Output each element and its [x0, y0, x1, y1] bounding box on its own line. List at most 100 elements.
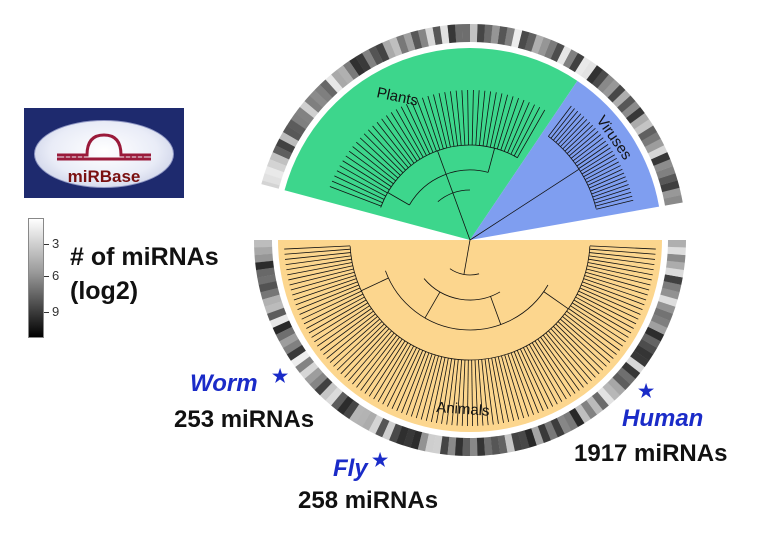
heatmap-cell: [667, 240, 686, 248]
branch: [471, 90, 474, 146]
branch: [306, 296, 365, 329]
branch: [589, 248, 656, 255]
branch: [456, 359, 463, 426]
fly-star-icon: ★: [372, 450, 389, 470]
branch: [522, 347, 554, 407]
branch: [517, 109, 546, 158]
heatmap-cell: [381, 39, 396, 60]
branch: [510, 352, 534, 415]
heatmap-cell: [272, 320, 293, 335]
branch: [579, 287, 641, 315]
branch: [542, 334, 584, 388]
branch: [352, 332, 395, 385]
heatmap-cell: [337, 396, 354, 415]
branch: [560, 318, 611, 363]
heatmap-cell: [490, 25, 501, 44]
heatmap-cell: [349, 56, 366, 76]
branch: [564, 313, 617, 355]
heatmap-cell: [641, 131, 661, 148]
branch: [595, 195, 633, 207]
heatmap-cell: [524, 428, 537, 448]
branch: [425, 356, 443, 421]
branch: [557, 321, 607, 367]
human-count: 1917 miRNAs: [574, 440, 728, 467]
heatmap-cell: [447, 436, 457, 456]
heatmap-cell: [403, 428, 416, 448]
branch: [584, 275, 648, 296]
branch: [363, 133, 404, 173]
heatmap-cell: [295, 356, 315, 374]
worm-label: Worm: [190, 370, 258, 397]
branch: [588, 258, 654, 271]
branch: [574, 140, 606, 164]
heatmap-cell: [269, 314, 290, 329]
tick-mark: [44, 276, 49, 277]
branch: [572, 137, 604, 162]
heatmap-cell: [432, 26, 443, 46]
tick-label: 3: [52, 236, 60, 251]
branch: [463, 239, 471, 275]
heatmap-cell: [630, 350, 650, 367]
heatmap-cell: [637, 338, 658, 355]
heatmap-cell: [562, 411, 579, 431]
branch: [367, 129, 406, 171]
branch: [461, 90, 466, 146]
branch: [578, 147, 611, 169]
heatmap-cell: [517, 430, 530, 450]
branch: [348, 330, 392, 382]
branch: [548, 105, 572, 137]
branch: [519, 348, 549, 410]
clade-label-animals: Animals: [436, 399, 490, 420]
heatmap-cell: [275, 326, 296, 342]
branch: [581, 284, 643, 311]
branch: [576, 144, 609, 167]
branch: [333, 321, 383, 367]
heatmap-cell: [410, 30, 423, 50]
branch: [342, 160, 390, 191]
branch: [591, 180, 628, 195]
branch: [589, 245, 656, 250]
heatmap-cell: [286, 344, 306, 361]
branch: [361, 277, 389, 292]
branch: [540, 336, 580, 391]
branch: [364, 338, 403, 394]
hairpin-icon: [57, 133, 151, 161]
human-star-icon: ★: [638, 381, 655, 401]
heatmap-cell: [556, 414, 572, 435]
branch: [368, 340, 406, 397]
branch: [299, 287, 361, 315]
heatmap-cell: [664, 267, 684, 278]
branch: [339, 165, 388, 194]
heatmap-cell: [490, 436, 501, 455]
heatmap-cell: [269, 152, 290, 166]
branch: [427, 95, 444, 149]
heatmap-cell: [257, 274, 277, 286]
branch: [349, 246, 591, 361]
heatmap-cell: [388, 37, 403, 57]
branch: [437, 150, 471, 241]
heatmap-cell: [580, 60, 597, 80]
branch: [543, 291, 569, 310]
heatmap-cell: [531, 34, 544, 54]
heatmap-cell: [663, 274, 683, 285]
heatmap-cell: [497, 26, 508, 46]
heatmap-cell: [621, 361, 641, 379]
branch: [287, 262, 353, 276]
branch: [490, 296, 502, 325]
heatmap-cell: [650, 151, 671, 166]
branch: [382, 345, 415, 405]
branch: [583, 278, 647, 301]
heatmap-cell: [325, 387, 343, 406]
branch: [507, 102, 530, 153]
branch: [484, 359, 494, 425]
heatmap-cell: [607, 84, 626, 103]
branch: [503, 99, 525, 152]
branch: [450, 91, 458, 146]
branch: [292, 275, 356, 296]
branch: [562, 121, 591, 150]
branch: [479, 90, 486, 146]
branch: [504, 354, 525, 419]
branch: [444, 92, 455, 147]
branch: [564, 124, 593, 152]
heatmap-cell: [314, 84, 333, 103]
